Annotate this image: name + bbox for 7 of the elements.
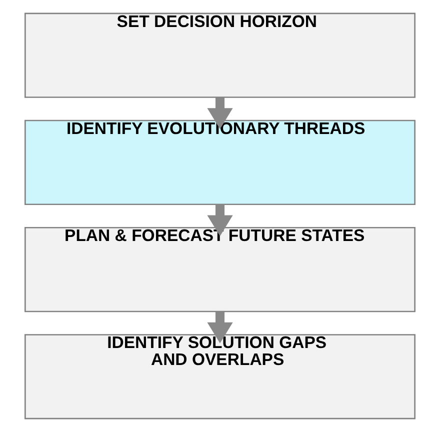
arrow <box>207 97 233 130</box>
node-box: SET DECISION HORIZON <box>24 12 416 98</box>
arrow <box>207 312 233 344</box>
node-box: IDENTIFY EVOLUTIONARY THREADS <box>24 120 416 206</box>
node-box: PLAN & FORECAST FUTURE STATES <box>24 226 416 312</box>
node-box: IDENTIFY SOLUTION GAPS AND OVERLAPS <box>24 334 416 420</box>
arrow <box>207 204 233 236</box>
